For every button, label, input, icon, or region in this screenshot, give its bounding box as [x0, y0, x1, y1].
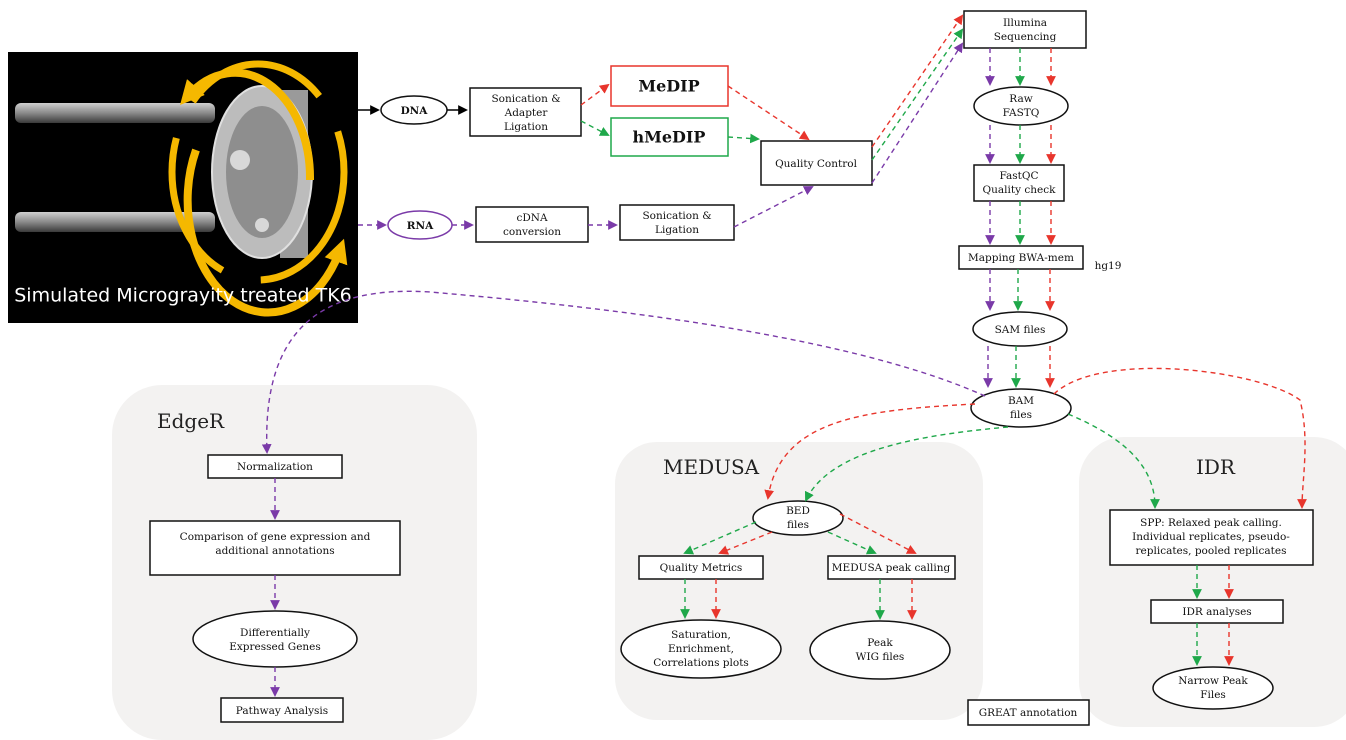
svg-text:GREAT annotation: GREAT annotation [979, 707, 1078, 719]
medusa-peak-calling-node: MEDUSA peak calling [827, 555, 956, 580]
pathway-node: Pathway Analysis [220, 697, 344, 723]
flow-arrows [261, 14, 1307, 697]
saturation-node: Saturation,Enrichment,Correlations plots [620, 619, 782, 679]
svg-text:Pathway Analysis: Pathway Analysis [236, 705, 328, 717]
svg-text:MEDUSA peak calling: MEDUSA peak calling [832, 562, 951, 574]
svg-text:IDR analyses: IDR analyses [1182, 606, 1251, 618]
microgravity-photo: Simulated Micrograyity treated TK6 [8, 52, 358, 323]
svg-text:Quality Metrics: Quality Metrics [660, 562, 743, 574]
svg-text:MeDIP: MeDIP [638, 77, 699, 96]
svg-text:Saturation,Enrichment,Correlat: Saturation,Enrichment,Correlations plots [653, 629, 749, 669]
idr-analyses-node: IDR analyses [1150, 599, 1284, 624]
svg-text:SAM files: SAM files [995, 324, 1046, 336]
hmedip-node: hMeDIP [610, 117, 729, 157]
svg-text:Quality Control: Quality Control [775, 158, 858, 170]
rotating-wall-vessel-icon [15, 85, 313, 259]
medusa-panel [615, 442, 983, 720]
svg-text:SPP: Relaxed peak calling.Indi: SPP: Relaxed peak calling.Individual rep… [1132, 517, 1290, 557]
photo-caption: Simulated Micrograyity treated TK6 [14, 285, 352, 307]
rna-node: RNA [387, 210, 453, 240]
svg-text:Comparison of gene expression: Comparison of gene expression andadditio… [180, 531, 371, 557]
spp-node: SPP: Relaxed peak calling.Individual rep… [1109, 509, 1314, 566]
svg-text:RNA: RNA [407, 220, 434, 232]
quality-control-node: Quality Control [760, 140, 873, 186]
normalization-node: Normalization [207, 454, 343, 479]
svg-text:hMeDIP: hMeDIP [633, 128, 706, 147]
quality-metrics-node: Quality Metrics [638, 555, 764, 580]
edger-title: EdgeR [157, 409, 225, 433]
medip-node: MeDIP [610, 65, 729, 107]
dna-node: DNA [380, 95, 448, 125]
medusa-title: MEDUSA [663, 455, 760, 479]
hg19-label: hg19 [1095, 260, 1122, 272]
sam-node: SAM files [972, 311, 1068, 347]
svg-text:Normalization: Normalization [237, 461, 313, 473]
svg-text:DNA: DNA [401, 105, 429, 117]
great-annotation-node: GREAT annotation [967, 699, 1090, 726]
svg-text:Sonication &Ligation: Sonication &Ligation [642, 210, 711, 236]
sonication-ligation-node: Sonication &Ligation [619, 204, 735, 241]
mapping-node: Mapping BWA-mem [958, 245, 1084, 270]
idr-title: IDR [1196, 455, 1236, 479]
rotation-arrows-icon [168, 60, 348, 317]
svg-text:Mapping BWA-mem: Mapping BWA-mem [968, 252, 1074, 264]
